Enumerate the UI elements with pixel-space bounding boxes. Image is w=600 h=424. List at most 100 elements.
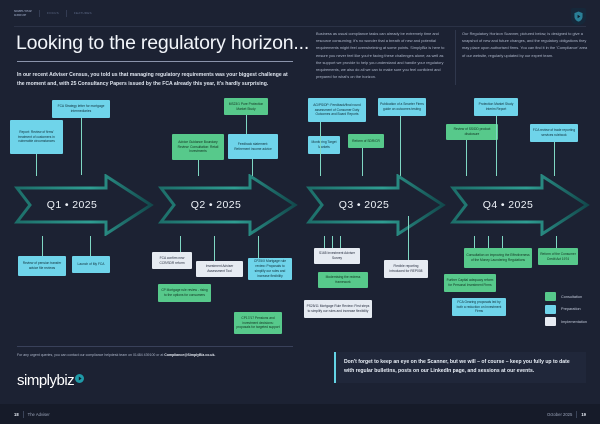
node-q3-4[interactable]: S165 Investment Adviser Survey — [314, 248, 360, 264]
connector — [400, 116, 401, 176]
connector — [556, 236, 557, 251]
footer-left: 18 The Adviser — [14, 410, 50, 418]
connector — [408, 216, 409, 261]
horizon-scanner-timeline: FCA Strategy letter for mortgage interme… — [0, 96, 600, 346]
shield-icon — [574, 11, 583, 22]
node-q3-0[interactable]: AG/PS/DP: Feedback/final round assessmen… — [308, 98, 366, 122]
node-q4-0[interactable]: Protection Market Study Interim Report — [474, 98, 518, 116]
connector — [42, 236, 43, 256]
nav-divider — [39, 9, 41, 17]
nav-brand-line1: SIMPLYBIZ — [14, 9, 33, 13]
connector — [554, 142, 555, 176]
quarter-q3: AG/PS/DP: Feedback/final round assessmen… — [300, 96, 450, 346]
nav-divider — [65, 9, 67, 17]
node-q1-3[interactable]: Launch of My FCA — [72, 256, 110, 273]
simplybiz-logo: simplybiz — [17, 372, 85, 389]
play-icon — [75, 374, 85, 383]
connector — [180, 236, 181, 252]
shield-logo-badge — [571, 8, 586, 25]
connector — [214, 236, 215, 261]
node-q4-3[interactable]: Consultation on improving the Effectiven… — [464, 248, 532, 268]
connector — [332, 236, 333, 250]
legend-label-consultation: Consultation — [561, 294, 583, 299]
node-q4-1[interactable]: Review of SS/DD product disclosure — [446, 124, 498, 140]
connector — [320, 122, 321, 176]
nav-item-features[interactable]: FEATURES — [73, 11, 92, 16]
footer-divider — [576, 410, 578, 418]
connector — [474, 236, 475, 251]
node-q3-3[interactable]: Reform of SDR/CR — [348, 134, 384, 148]
node-q3-7[interactable]: Flexible reporting introduced for REP008 — [384, 260, 428, 278]
node-q3-2[interactable]: Monitoring Target Markets — [308, 136, 340, 154]
page-number-right: 19 — [581, 411, 586, 417]
node-q2-0[interactable]: MS23/1 Pure Protection Market Study — [224, 98, 268, 115]
legend-item-consultation: Consultation — [545, 292, 587, 301]
nav-item-focus[interactable]: FOCUS — [47, 11, 59, 16]
connector — [36, 154, 37, 176]
top-navigation: SIMPLYBIZ GROUP FOCUS FEATURES — [14, 9, 92, 18]
cta-callout: Don't forget to keep an eye on the Scann… — [334, 352, 586, 383]
quarter-q2: MS23/1 Pure Protection Market Study Advi… — [152, 96, 302, 346]
logo-wordmark: simplybiz — [17, 372, 75, 389]
connector — [90, 236, 91, 256]
contact-text: For any urgent queries, you can contact … — [17, 353, 165, 357]
connector — [488, 236, 489, 251]
publication-name: The Adviser — [27, 411, 50, 417]
contact-email[interactable]: Compliance@SimplyBiz.co.uk. — [164, 353, 216, 357]
nav-brand-line2: GROUP — [14, 13, 27, 18]
connector — [496, 116, 497, 176]
node-q1-2[interactable]: Review of pension transfer advice file r… — [18, 256, 66, 276]
legend-label-preparation: Preparation — [561, 307, 581, 311]
q4-arrow — [450, 174, 590, 236]
node-q4-4[interactable]: Further Capital adequacy reform for Pers… — [444, 274, 496, 292]
title-rule — [17, 61, 293, 62]
legend-item-preparation: Preparation — [545, 304, 587, 314]
footer-divider — [22, 410, 24, 418]
node-q1-1[interactable]: Report: Review of firms' treatment of cu… — [10, 120, 63, 154]
q2-arrow — [158, 174, 298, 236]
connector — [466, 140, 467, 176]
footer-rule — [17, 346, 293, 347]
connector — [324, 236, 325, 250]
node-q4-6[interactable]: Reform of the Consumer Credit Act 1974 — [538, 248, 578, 265]
connector — [81, 118, 82, 175]
contact-line: For any urgent queries, you can contact … — [17, 353, 267, 359]
node-q2-2[interactable]: Feedback statement: Retirement income ad… — [228, 134, 278, 159]
legend-swatch-implementation — [545, 317, 557, 326]
body-column-middle: Business as usual compliance tasks can a… — [316, 31, 445, 80]
node-q2-5[interactable]: CP25/X Mortgage rule review: Proposals t… — [248, 258, 292, 280]
connector — [258, 236, 259, 258]
legend: Consultation Preparation Implementation — [545, 292, 587, 326]
node-q2-3[interactable]: FCA confirm new CCR/SDR reform — [152, 252, 192, 269]
footer-right: October 2025 19 — [547, 410, 586, 418]
connector — [246, 115, 247, 134]
node-q2-7[interactable]: CP17/17 Pensions and investment decision… — [234, 312, 282, 334]
connector — [502, 236, 503, 251]
node-q4-2[interactable]: FCA review of trade reporting services r… — [530, 124, 578, 142]
connector — [198, 160, 199, 176]
page-title: Looking to the regulatory horizon... — [16, 32, 310, 54]
page-number-left: 18 — [14, 411, 19, 417]
node-q1-0[interactable]: FCA Strategy letter for mortgage interme… — [52, 100, 110, 118]
q1-arrow — [14, 174, 154, 236]
column-divider — [455, 30, 456, 85]
node-q3-5[interactable]: Modernising the redress framework — [318, 272, 368, 288]
nav-brand: SIMPLYBIZ GROUP — [14, 9, 32, 18]
intro-paragraph: In our recent Adviser Census, you told u… — [17, 72, 288, 87]
legend-swatch-preparation — [545, 304, 557, 314]
node-q3-1[interactable]: Publication of a Smarter Firms guide on … — [378, 98, 426, 116]
node-q4-5[interactable]: FCA Gearing proposals led by both a redu… — [452, 298, 506, 316]
node-q2-6[interactable]: CP Mortgage rule review - rising to the … — [158, 284, 211, 302]
quarter-q1: FCA Strategy letter for mortgage interme… — [8, 96, 158, 346]
node-q2-1[interactable]: Advice Guidance Boundary Review: Consult… — [172, 134, 224, 160]
body-column-right: Our Regulatory Horizon Scanner, pictured… — [462, 31, 588, 58]
page-footer-bar: 18 The Adviser October 2025 19 — [0, 404, 600, 424]
node-q3-6[interactable]: PS25/11 Mortgage Rule Review: First step… — [304, 300, 372, 318]
legend-label-implementation: Implementation — [561, 319, 587, 324]
legend-item-implementation: Implementation — [545, 317, 587, 326]
connector — [340, 236, 341, 250]
legend-swatch-consultation — [545, 292, 557, 301]
node-q2-4[interactable]: Investment Adviser Assessment Tool — [196, 261, 243, 277]
connector — [252, 159, 253, 176]
